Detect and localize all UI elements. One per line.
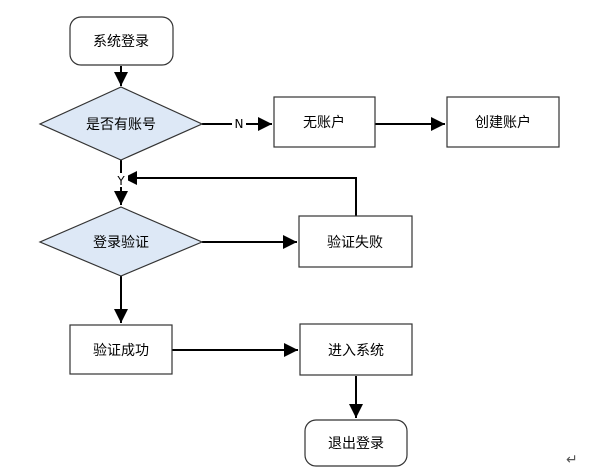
node-enter-system-shape bbox=[299, 323, 413, 376]
node-no-account-label: 无账户 bbox=[303, 114, 345, 131]
yes-label-bg bbox=[114, 173, 128, 187]
edge-label-no: N bbox=[235, 117, 244, 131]
node-has-account-label: 是否有账号 bbox=[86, 117, 156, 133]
node-start-label: 系统登录 bbox=[93, 34, 149, 50]
edge-label-yes: Y bbox=[116, 174, 125, 188]
node-no-account-shape bbox=[273, 96, 376, 148]
node-logout-shape bbox=[304, 419, 408, 467]
node-verify-failed-label: 验证失败 bbox=[327, 235, 383, 251]
node-verify-label: 登录验证 bbox=[93, 235, 149, 251]
node-logout-label: 退出登录 bbox=[328, 436, 384, 452]
node-verify-success: 验证成功 bbox=[69, 324, 173, 375]
edges bbox=[114, 66, 445, 418]
node-verify-failed-shape bbox=[298, 215, 413, 268]
node-start: 系统登录 bbox=[69, 16, 174, 66]
node-create-account: 创建账户 bbox=[446, 96, 560, 148]
node-start-shape bbox=[69, 16, 174, 66]
node-has-account: 是否有账号 bbox=[38, 86, 204, 161]
edge-failed-loop-back bbox=[123, 171, 357, 216]
node-verify-success-shape bbox=[69, 324, 173, 375]
node-verify: 登录验证 bbox=[38, 206, 204, 277]
no-label-bg bbox=[232, 116, 246, 132]
node-create-account-label: 创建账户 bbox=[475, 114, 531, 131]
node-verify-shape bbox=[38, 206, 204, 277]
node-has-account-shape bbox=[38, 86, 204, 161]
node-enter-system: 进入系统 bbox=[299, 323, 413, 376]
node-logout: 退出登录 bbox=[304, 419, 408, 467]
paragraph-return-icon: ↵ bbox=[566, 452, 578, 468]
node-verify-success-label: 验证成功 bbox=[93, 343, 149, 359]
node-no-account: 无账户 bbox=[273, 96, 376, 148]
node-verify-failed: 验证失败 bbox=[298, 215, 413, 268]
node-enter-system-label: 进入系统 bbox=[328, 343, 384, 359]
node-create-account-shape bbox=[446, 96, 560, 148]
